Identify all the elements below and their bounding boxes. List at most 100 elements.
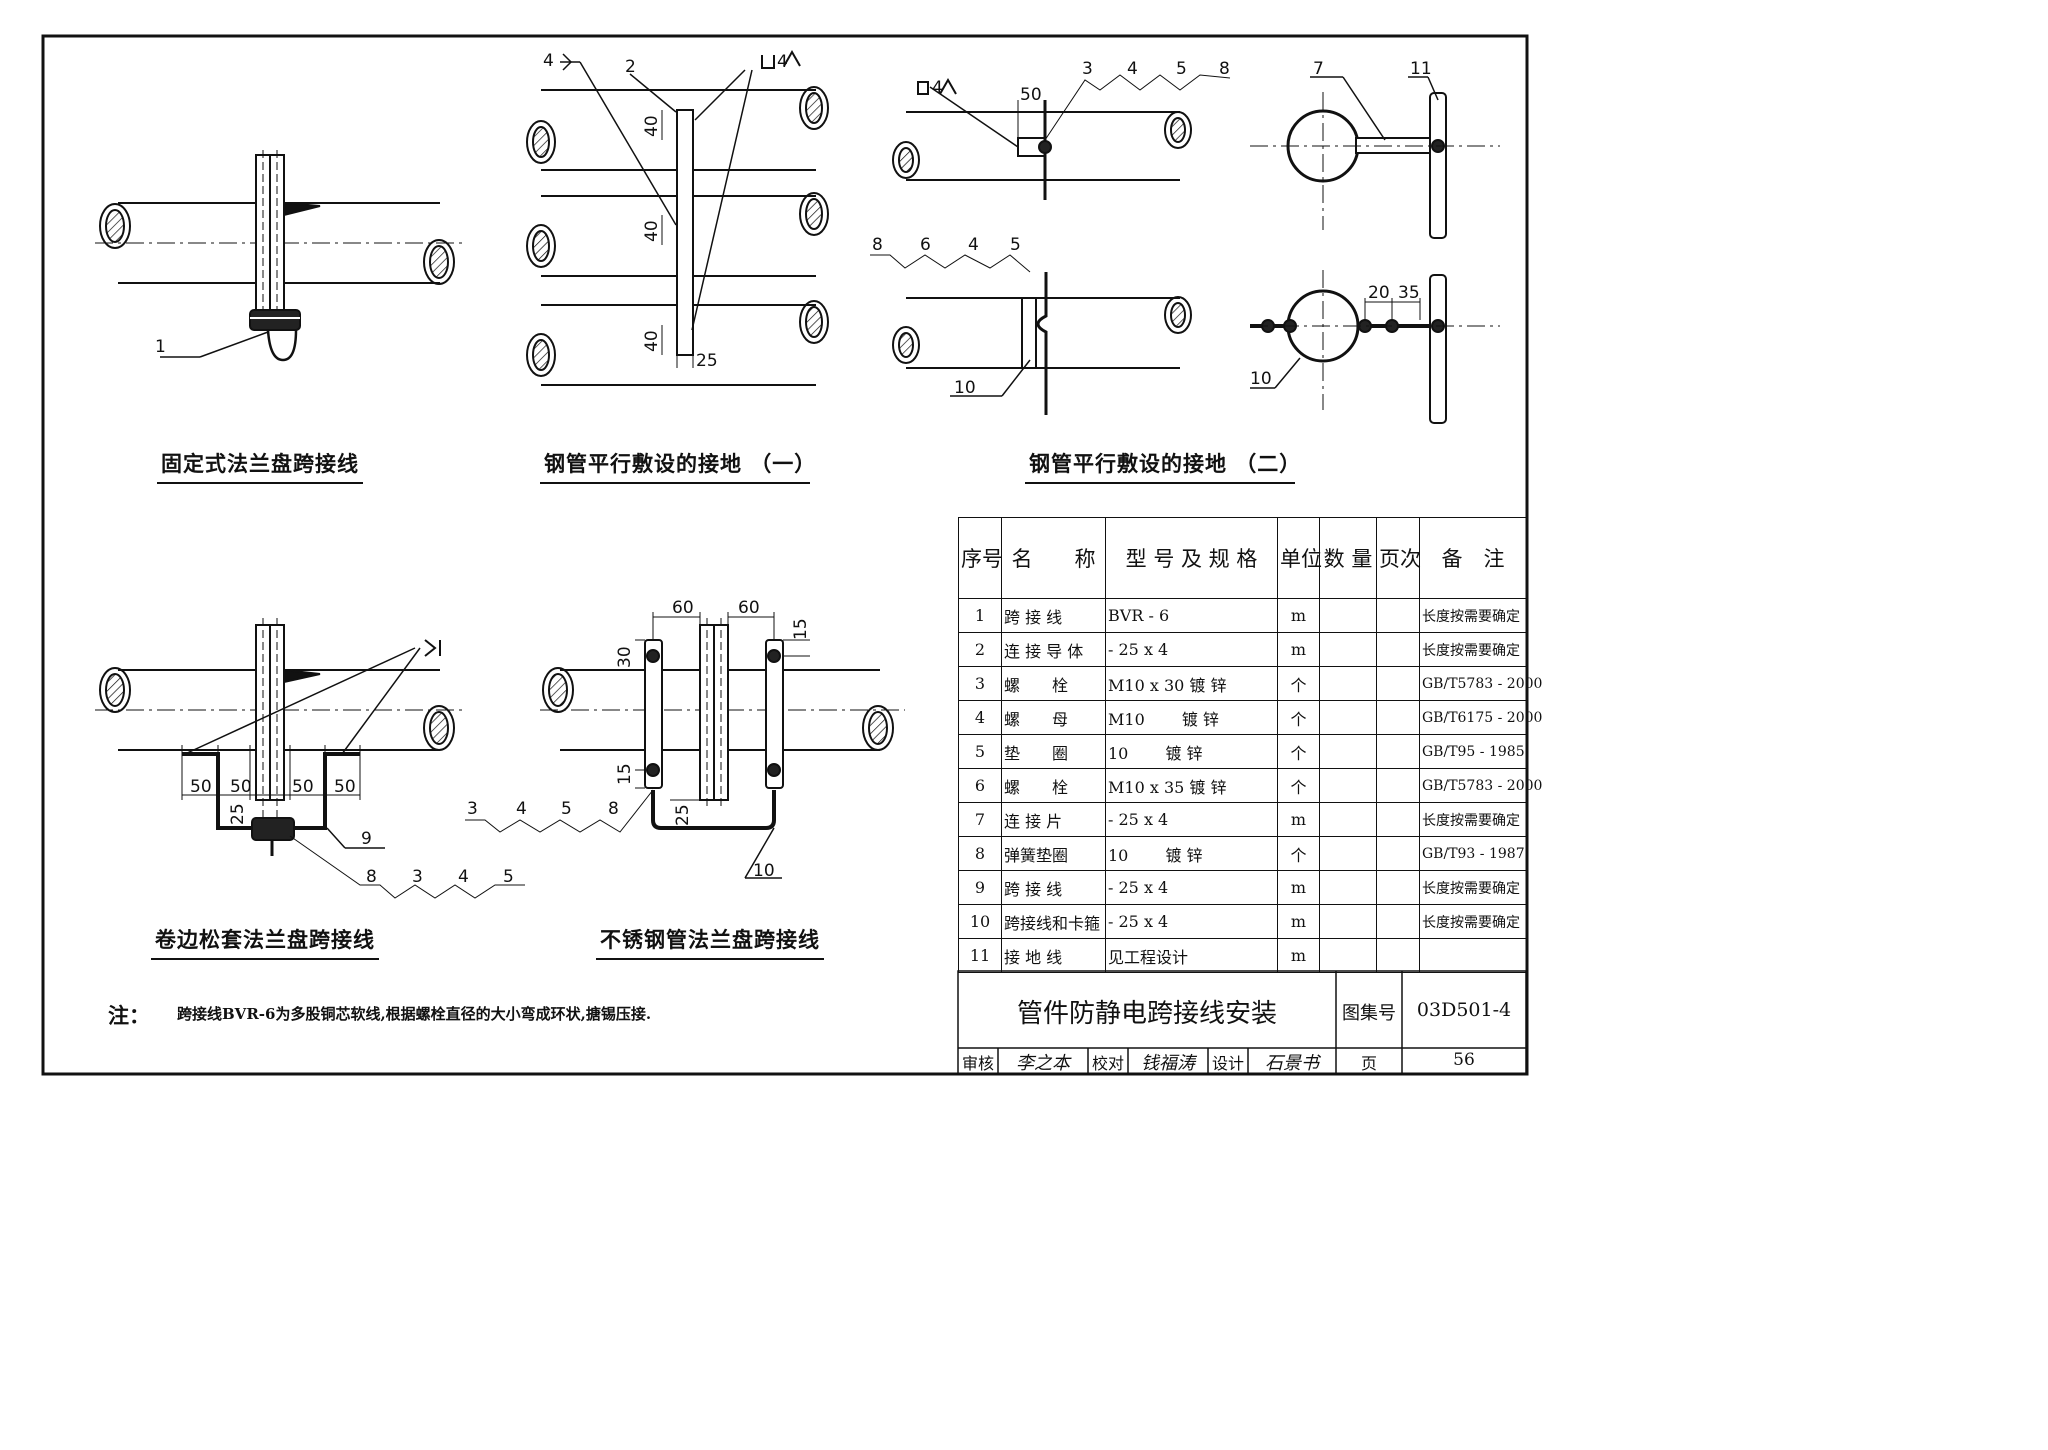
bom-cell-page	[1376, 870, 1420, 905]
callout-d5-4: 4	[516, 799, 527, 819]
bom-cell-page	[1376, 768, 1420, 803]
bom-cell-name: 垫 圈	[1001, 734, 1106, 769]
dim-d4-50d: 50	[334, 777, 356, 797]
bom-cell-remark: GB/T5783 - 2000	[1419, 666, 1542, 701]
bom-cell-qty	[1319, 904, 1377, 939]
dim-d4-50c: 50	[292, 777, 314, 797]
bom-cell-remark: 长度按需要确定	[1419, 632, 1527, 667]
callout-d3-10: 10	[954, 378, 976, 398]
bom-cell-qty	[1319, 938, 1377, 973]
dim-d5-60b: 60	[738, 598, 760, 618]
design-signature: 石景书	[1265, 1053, 1319, 1074]
bom-cell-qty	[1319, 666, 1377, 701]
bom-cell-no: 10	[958, 904, 1002, 939]
bom-cell-unit: 个	[1277, 768, 1320, 803]
check-label: 校对	[1091, 1054, 1124, 1073]
callout-d3-4: 4	[1127, 59, 1138, 79]
callout-d5-8: 8	[608, 799, 619, 819]
callout-d4-9: 9	[361, 829, 372, 849]
callout-d4-3: 3	[412, 867, 423, 887]
note-label: 注：	[108, 1003, 150, 1028]
callout-d3-10b: 10	[1250, 369, 1272, 389]
bom-cell-page	[1376, 598, 1420, 633]
callout-d3-11: 11	[1410, 59, 1432, 79]
callout-d3-4b: 4	[968, 235, 979, 255]
bom-cell-page	[1376, 734, 1420, 769]
bom-cell-spec: 见工程设计	[1105, 938, 1278, 973]
bom-cell-qty	[1319, 632, 1377, 667]
callout-d5-5: 5	[561, 799, 572, 819]
bom-cell-name: 弹簧垫圈	[1001, 836, 1106, 871]
diagram-loose-flange	[95, 618, 525, 899]
bom-header-page: 页次	[1376, 517, 1421, 599]
dim-d5-25: 25	[673, 804, 693, 826]
bom-cell-unit: m	[1277, 870, 1320, 905]
bom-header-qty: 数 量	[1319, 517, 1377, 599]
dim-d4-50b: 50	[230, 777, 252, 797]
bom-cell-remark: GB/T6175 - 2000	[1419, 700, 1542, 735]
drawing-sheet: 1 4 2 40 40 40 25 4	[41, 34, 1529, 1076]
callout-d4-5: 5	[503, 867, 514, 887]
bom-cell-spec: BVR - 6	[1105, 598, 1278, 633]
bom-cell-no: 9	[958, 870, 1002, 905]
bom-cell-remark: GB/T5783 - 2000	[1419, 768, 1542, 803]
dim-d5-60a: 60	[672, 598, 694, 618]
dim-d2-40c: 40	[642, 330, 662, 352]
bom-cell-page	[1376, 938, 1420, 973]
bom-cell-unit: 个	[1277, 700, 1320, 735]
bom-cell-page	[1376, 666, 1420, 701]
callout-d5-10: 10	[753, 861, 775, 881]
bom-cell-page	[1376, 836, 1420, 871]
bom-cell-page	[1376, 632, 1420, 667]
bom-cell-spec: - 25 x 4	[1105, 632, 1278, 667]
callout-d4-4: 4	[458, 867, 469, 887]
bom-cell-remark: 长度按需要确定	[1419, 904, 1527, 939]
sheet-border	[41, 34, 1529, 1076]
check-signature: 钱福涛	[1141, 1053, 1195, 1074]
callout-d3-5: 5	[1176, 59, 1187, 79]
bom-header-name: 名 称	[1001, 517, 1106, 599]
bom-cell-qty	[1319, 598, 1377, 633]
bom-cell-no: 7	[958, 802, 1002, 837]
dim-d5-15b: 15	[615, 763, 635, 785]
atlas-number: 03D501-4	[1416, 999, 1512, 1021]
bom-cell-name: 接 地 线	[1001, 938, 1106, 973]
dim-d3-35: 35	[1398, 283, 1420, 303]
review-signature: 李之本	[1016, 1053, 1070, 1074]
dim-d2-40b: 40	[642, 220, 662, 242]
title-fixed-flange: 固定式法兰盘跨接线	[150, 448, 370, 484]
callout-d2-4: 4	[543, 51, 554, 71]
dim-d5-30: 30	[615, 646, 635, 668]
note-text: 跨接线BVR-6为多股铜芯软线,根据螺栓直径的大小弯成环状,搪锡压接.	[177, 1005, 652, 1023]
bom-cell-qty	[1319, 768, 1377, 803]
bom-cell-no: 1	[958, 598, 1002, 633]
title-loose-flange: 卷边松套法兰盘跨接线	[150, 924, 380, 960]
drawing-title: 管件防静电跨接线安装	[1016, 999, 1277, 1029]
callout-d5-3: 3	[467, 799, 478, 819]
dim-d4-25: 25	[228, 803, 248, 825]
bom-header-row: 序号 名 称 型 号 及 规 格 单位 数 量 页次 备 注	[958, 517, 1527, 599]
title-parallel-2: 钢管平行敷设的接地 （二）	[1025, 448, 1300, 484]
bom-header-no: 序号	[958, 517, 1003, 599]
dim-d3-20: 20	[1368, 283, 1390, 303]
callout-d3-8: 8	[1219, 59, 1230, 79]
diagram-fixed-flange	[95, 150, 465, 362]
callout-d4-8: 8	[366, 867, 377, 887]
title-parallel-1: 钢管平行敷设的接地 （一）	[540, 448, 815, 484]
bom-header-remark: 备 注	[1419, 517, 1527, 599]
dim-d2-40a: 40	[642, 115, 662, 137]
bom-cell-name: 跨 接 线	[1001, 598, 1106, 633]
bom-cell-spec: 10 镀 锌	[1105, 836, 1278, 871]
atlas-label: 图集号	[1342, 1003, 1396, 1024]
bom-cell-qty	[1319, 836, 1377, 871]
callout-d1-1: 1	[155, 337, 166, 357]
bom-cell-name: 螺 栓	[1001, 768, 1106, 803]
